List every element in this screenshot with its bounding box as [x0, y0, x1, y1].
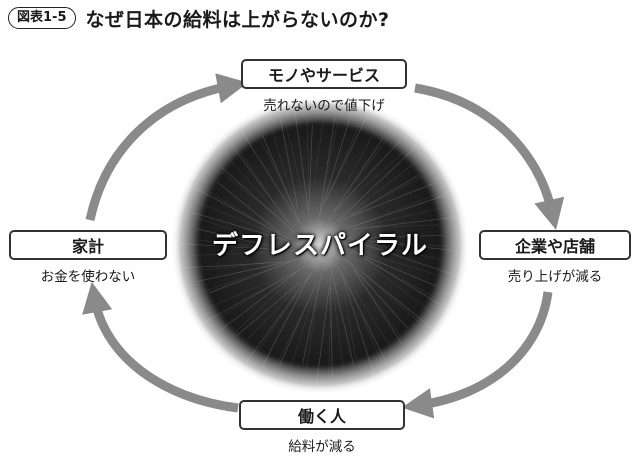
- figure-title: なぜ日本の給料は上がらないのか?: [85, 8, 390, 31]
- figure-number-badge: 図表1-5: [8, 7, 76, 29]
- deflation-sphere: [168, 93, 472, 397]
- node-goods-services: モノやサービス: [241, 59, 407, 89]
- node-workers-caption: 給料が減る: [288, 439, 356, 455]
- arrow-business-to-workers: [401, 291, 553, 419]
- arrow-workers-to-household: [82, 281, 239, 413]
- node-business-stores-caption: 売り上げが減る: [507, 269, 603, 285]
- figure-header: 図表1-5 なぜ日本の給料は上がらないのか?: [8, 5, 390, 31]
- node-business-stores: 企業や店舗: [479, 230, 631, 260]
- node-workers: 働く人: [239, 400, 405, 430]
- arrow-household-to-goods: [85, 73, 249, 221]
- deflation-spiral-label: デフレスパイラル: [211, 231, 428, 261]
- node-household-caption: お金を使わない: [40, 269, 136, 285]
- arrow-goods-to-business: [414, 83, 565, 230]
- node-household: 家計: [9, 230, 167, 260]
- node-goods-services-caption: 売れないので値下げ: [263, 98, 385, 114]
